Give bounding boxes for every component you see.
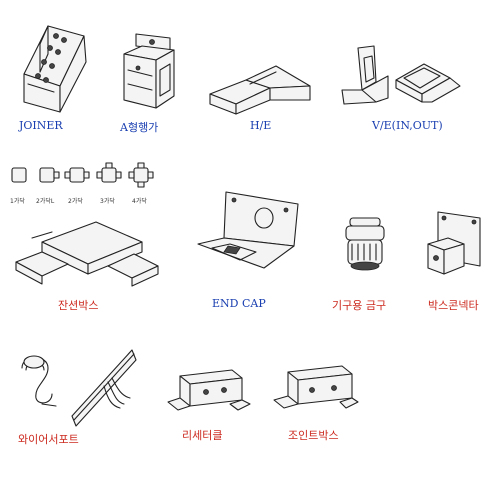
cross-junction-box-drawing <box>12 212 162 292</box>
junction-variant-label-5: 4가닥 <box>132 198 147 205</box>
fixture-fitting-label: 기구용 금구 <box>332 299 387 312</box>
box-connector-drawing <box>424 208 488 280</box>
junction-variant-icons <box>10 162 170 194</box>
joint-box-label: 조인트박스 <box>288 429 339 442</box>
horizontal-elbow-drawing <box>206 60 316 120</box>
box-connector-label: 박스콘넥타 <box>428 299 479 312</box>
joint-box-drawing <box>272 362 360 416</box>
horizontal-elbow-label: H/E <box>250 119 272 132</box>
junction-variant-label-2: 2가닥L <box>36 198 55 205</box>
joiner-label: JOINER <box>19 119 63 132</box>
end-cap-drawing <box>194 188 302 278</box>
receptacle-drawing <box>166 366 252 416</box>
wire-support-label: 와이어서포트 <box>18 433 79 446</box>
receptacle-label: 리세터클 <box>182 429 223 442</box>
cross-junction-box-label: 잔션박스 <box>58 299 99 312</box>
junction-variant-label-4: 3가닥 <box>100 198 115 205</box>
a-hanger-drawing <box>118 30 180 118</box>
fixture-fitting-drawing <box>342 214 388 274</box>
junction-variant-label-1: 1가닥 <box>10 198 25 205</box>
vertical-elbow-label: V/E(IN,OUT) <box>372 119 443 132</box>
joiner-drawing <box>14 14 94 114</box>
junction-variant-label-3: 2가닥 <box>68 198 83 205</box>
end-cap-label: END CAP <box>212 297 266 310</box>
vertical-elbow-drawing <box>340 42 470 108</box>
a-hanger-label: A형행가 <box>120 121 159 134</box>
wire-support-drawing <box>12 346 138 427</box>
